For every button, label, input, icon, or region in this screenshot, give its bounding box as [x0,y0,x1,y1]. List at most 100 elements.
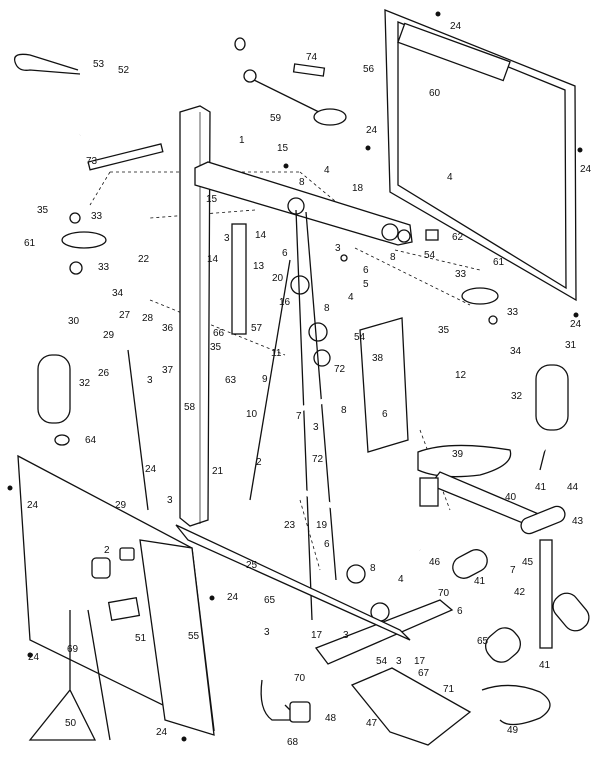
callout-3: 3 [147,375,153,386]
callout-61: 61 [24,238,36,249]
callout-72: 72 [312,454,324,465]
callout-69: 69 [67,644,79,655]
callout-24: 24 [570,319,582,330]
callout-61: 61 [493,257,505,268]
callout-27: 27 [119,310,131,321]
callout-44: 44 [567,482,579,493]
part-49-cable [481,684,551,726]
part-55-shroud [17,454,215,736]
callout-20: 20 [272,273,284,284]
callout-55: 55 [188,631,200,642]
callout-60: 60 [429,88,441,99]
part-47-foot [350,667,472,746]
part-12-seat-frame [267,382,547,553]
callout-3: 3 [343,630,349,641]
callout-33: 33 [455,269,467,280]
callout-35: 35 [210,342,222,353]
callout-4: 4 [348,292,354,303]
callout-29: 29 [115,500,127,511]
callout-33: 33 [91,211,103,222]
callout-6: 6 [324,539,330,550]
callout-47: 47 [366,718,378,729]
callout-46: 46 [429,557,441,568]
callout-65: 65 [477,636,489,647]
callout-12: 12 [455,370,467,381]
callout-7: 7 [296,411,302,422]
callout-10: 10 [246,409,258,420]
part-59-cable-handle [243,69,347,126]
callout-3: 3 [167,495,173,506]
part-30-left-arm [34,231,107,356]
callout-24: 24 [450,21,462,32]
part-52-lat-bar [77,37,246,137]
callout-25: 25 [246,560,258,571]
callout-4: 4 [398,574,404,585]
callout-53: 53 [93,59,105,70]
callout-50: 50 [65,718,77,729]
callout-35: 35 [37,205,49,216]
callout-3: 3 [396,656,402,667]
callout-49: 49 [507,725,519,736]
callout-39: 39 [452,449,464,460]
callout-51: 51 [135,633,147,644]
callout-66: 66 [213,328,225,339]
callout-24: 24 [580,164,592,175]
callout-30: 30 [68,316,80,327]
callout-64: 64 [85,435,97,446]
callout-23: 23 [284,520,296,531]
part-1-main-column [179,105,211,527]
callout-17: 17 [311,630,323,641]
callout-3: 3 [264,627,270,638]
callout-8: 8 [370,563,376,574]
callout-37: 37 [162,365,174,376]
callout-1: 1 [239,135,245,146]
part-74-pin [292,63,326,77]
part-32-left-grip [37,354,71,424]
callout-6: 6 [457,606,463,617]
callout-32: 32 [511,391,523,402]
callout-38: 38 [372,353,384,364]
callout-70: 70 [438,588,450,599]
callout-42: 42 [514,587,526,598]
callout-6: 6 [282,248,288,259]
part-70-base-tube [175,524,454,665]
callout-65: 65 [264,595,276,606]
hardware-bolts [7,11,583,742]
callout-26: 26 [98,368,110,379]
callout-24: 24 [156,727,168,738]
callout-33: 33 [507,307,519,318]
callout-48: 48 [325,713,337,724]
callout-67: 67 [418,668,430,679]
callout-17: 17 [414,656,426,667]
callout-24: 24 [227,592,239,603]
callout-56: 56 [363,64,375,75]
part-39-seat-pad [417,444,512,478]
part-13-post [231,223,247,335]
callout-36: 36 [162,323,174,334]
callout-40: 40 [505,492,517,503]
callout-62: 62 [452,232,464,243]
callout-34: 34 [112,288,124,299]
callout-3: 3 [335,243,341,254]
callout-7: 7 [510,565,516,576]
callout-54: 54 [376,656,388,667]
callout-32: 32 [79,378,91,389]
callout-45: 45 [522,557,534,568]
callout-41: 41 [539,660,551,671]
callout-34: 34 [510,346,522,357]
callout-41: 41 [535,482,547,493]
callout-8: 8 [299,177,305,188]
callout-24: 24 [28,652,40,663]
callout-8: 8 [324,303,330,314]
callout-41: 41 [474,576,486,587]
part-41-rollers [452,505,590,663]
callout-57: 57 [251,323,263,334]
callout-6: 6 [382,409,388,420]
callout-9: 9 [262,374,268,385]
callout-24: 24 [27,500,39,511]
callout-68: 68 [287,737,299,748]
callout-28: 28 [142,313,154,324]
callout-54: 54 [354,332,366,343]
